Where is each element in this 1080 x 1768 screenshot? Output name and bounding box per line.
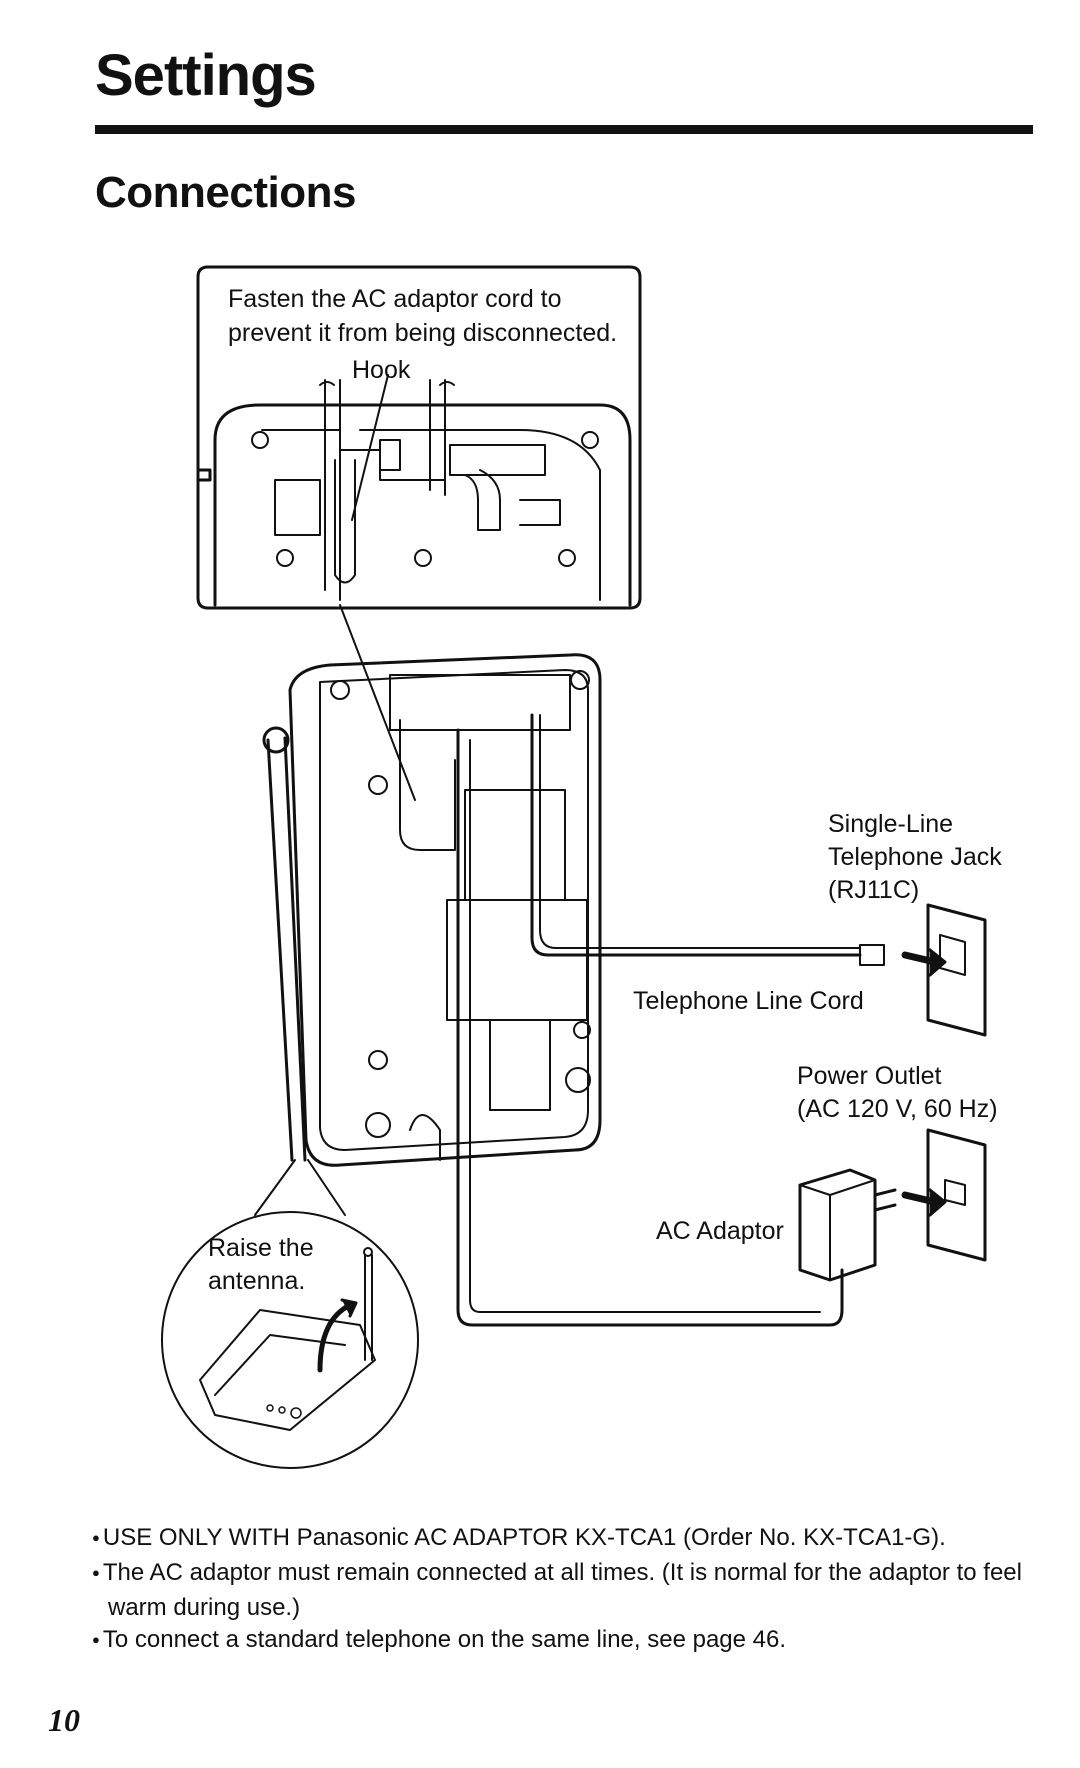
notes-list: USE ONLY WITH Panasonic AC ADAPTOR KX-TC…: [92, 1522, 1037, 1659]
line-cord-label: Telephone Line Cord: [633, 987, 864, 1015]
note-item: To connect a standard telephone on the s…: [92, 1624, 1037, 1659]
antenna-label: Raise the antenna.: [208, 1234, 314, 1295]
telephone-jack-plate: [901, 903, 987, 1037]
adaptor-label: AC Adaptor: [656, 1217, 784, 1245]
outlet-label: Power Outlet (AC 120 V, 60 Hz): [797, 1062, 998, 1123]
section-title: Settings: [95, 43, 317, 108]
ac-adaptor-cord: [456, 728, 844, 1327]
header-rule: [95, 125, 1033, 134]
power-outlet-plate: [901, 1128, 987, 1262]
callout-instruction: Fasten the AC adaptor cord to prevent it…: [228, 285, 618, 347]
antenna-inset: [161, 1159, 419, 1469]
ac-adaptor: [798, 1168, 897, 1282]
note-item: USE ONLY WITH Panasonic AC ADAPTOR KX-TC…: [92, 1522, 1037, 1557]
note-item: The AC adaptor must remain connected at …: [92, 1557, 1037, 1624]
page-number: 10: [48, 1702, 80, 1738]
hook-detail-callout: [196, 265, 642, 610]
hook-label: Hook: [352, 356, 411, 384]
telephone-line-cord: [530, 713, 885, 966]
connection-diagram: [161, 265, 987, 1469]
screw-icon: [251, 431, 269, 449]
jack-label: Single-Line Telephone Jack (RJ11C): [828, 810, 1002, 904]
subsection-title: Connections: [95, 168, 356, 217]
base-unit: [262, 653, 602, 1167]
